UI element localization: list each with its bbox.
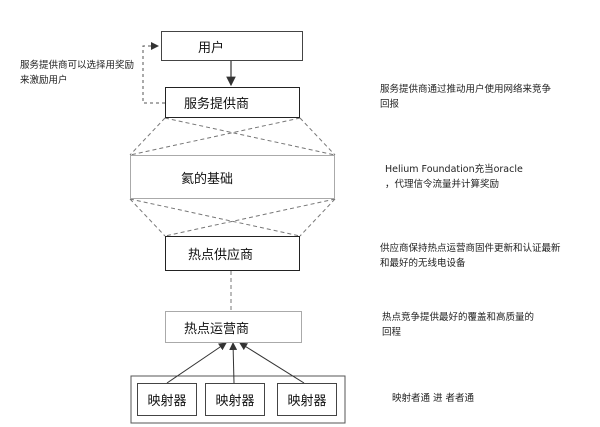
node-mapper: 映射器 — [277, 383, 337, 416]
connector-hf-hp-cross2 — [164, 198, 336, 237]
node-service-provider-label: 服务提供商 — [184, 97, 250, 112]
node-mapper-label: 映射器 — [215, 394, 255, 409]
node-service-provider: 服务提供商 — [165, 87, 300, 118]
node-mapper-label: 映射器 — [287, 394, 327, 409]
note-line: Helium Foundation充当oracle — [385, 164, 523, 175]
reward-loop-connector — [142, 42, 165, 104]
node-user-label: 用户 — [198, 40, 225, 56]
connector-sp-hf-cross1 — [164, 117, 336, 156]
note-line: 和最好的无线电设备 — [380, 258, 466, 269]
note-line: ，代理信令流量并计算奖励 — [385, 179, 500, 190]
connector-hf-hp-cross1 — [129, 198, 301, 237]
note-line: 热点竞争提供最好的覆盖和高质量的 — [382, 312, 535, 323]
node-helium-foundation: 氦的基础 — [130, 155, 335, 199]
node-hotspot-operator: 热点运营商 — [165, 311, 302, 343]
connector-hf-hp-right — [299, 198, 336, 237]
note-hotspot-provider-role: 供应商保持热点运营商固件更新和认证最新 和最好的无线电设备 — [380, 241, 595, 271]
arrow-mapper-1 — [166, 342, 227, 384]
note-line: 服务提供商通过推动用户使用网络来竞争 — [380, 84, 552, 95]
note-line: 映射者通 进 者者通 — [392, 393, 475, 404]
note-line: 回报 — [380, 99, 400, 110]
node-hotspot-operator-label: 热点运营商 — [184, 321, 250, 337]
connector-hf-hp-left — [129, 198, 166, 237]
node-mapper: 映射器 — [137, 383, 197, 416]
arrow-mapper-3 — [239, 342, 305, 384]
note-mapper-role: 映射者通 进 者者通 — [392, 391, 542, 406]
note-hotspot-operator-role: 热点竞争提供最好的覆盖和高质量的 回程 — [382, 310, 587, 340]
node-user: 用户 — [161, 31, 303, 61]
note-line: 来激励用户 — [20, 75, 68, 86]
note-line: 服务提供商可以选择用奖励 — [20, 60, 135, 71]
arrow-mapper-2 — [229, 342, 238, 384]
node-mapper-label: 映射器 — [147, 394, 187, 409]
note-line: 供应商保持热点运营商固件更新和认证最新 — [380, 243, 561, 254]
note-service-provider-reward: 服务提供商可以选择用奖励 来激励用户 — [20, 58, 145, 88]
note-service-provider-role: 服务提供商通过推动用户使用网络来竞争 回报 — [380, 82, 592, 112]
node-helium-foundation-label: 氦的基础 — [181, 171, 234, 187]
node-mapper: 映射器 — [205, 383, 265, 416]
connector-sp-hf-left — [129, 117, 166, 156]
node-hotspot-provider-label: 热点供应商 — [188, 248, 254, 263]
connector-sp-hf-right — [299, 117, 336, 156]
note-helium-foundation-role: Helium Foundation充当oracle ，代理信令流量并计算奖励 — [385, 162, 590, 192]
connector-sp-hf-cross2 — [129, 117, 301, 156]
node-hotspot-provider: 热点供应商 — [165, 236, 300, 271]
note-line: 回程 — [382, 327, 402, 338]
